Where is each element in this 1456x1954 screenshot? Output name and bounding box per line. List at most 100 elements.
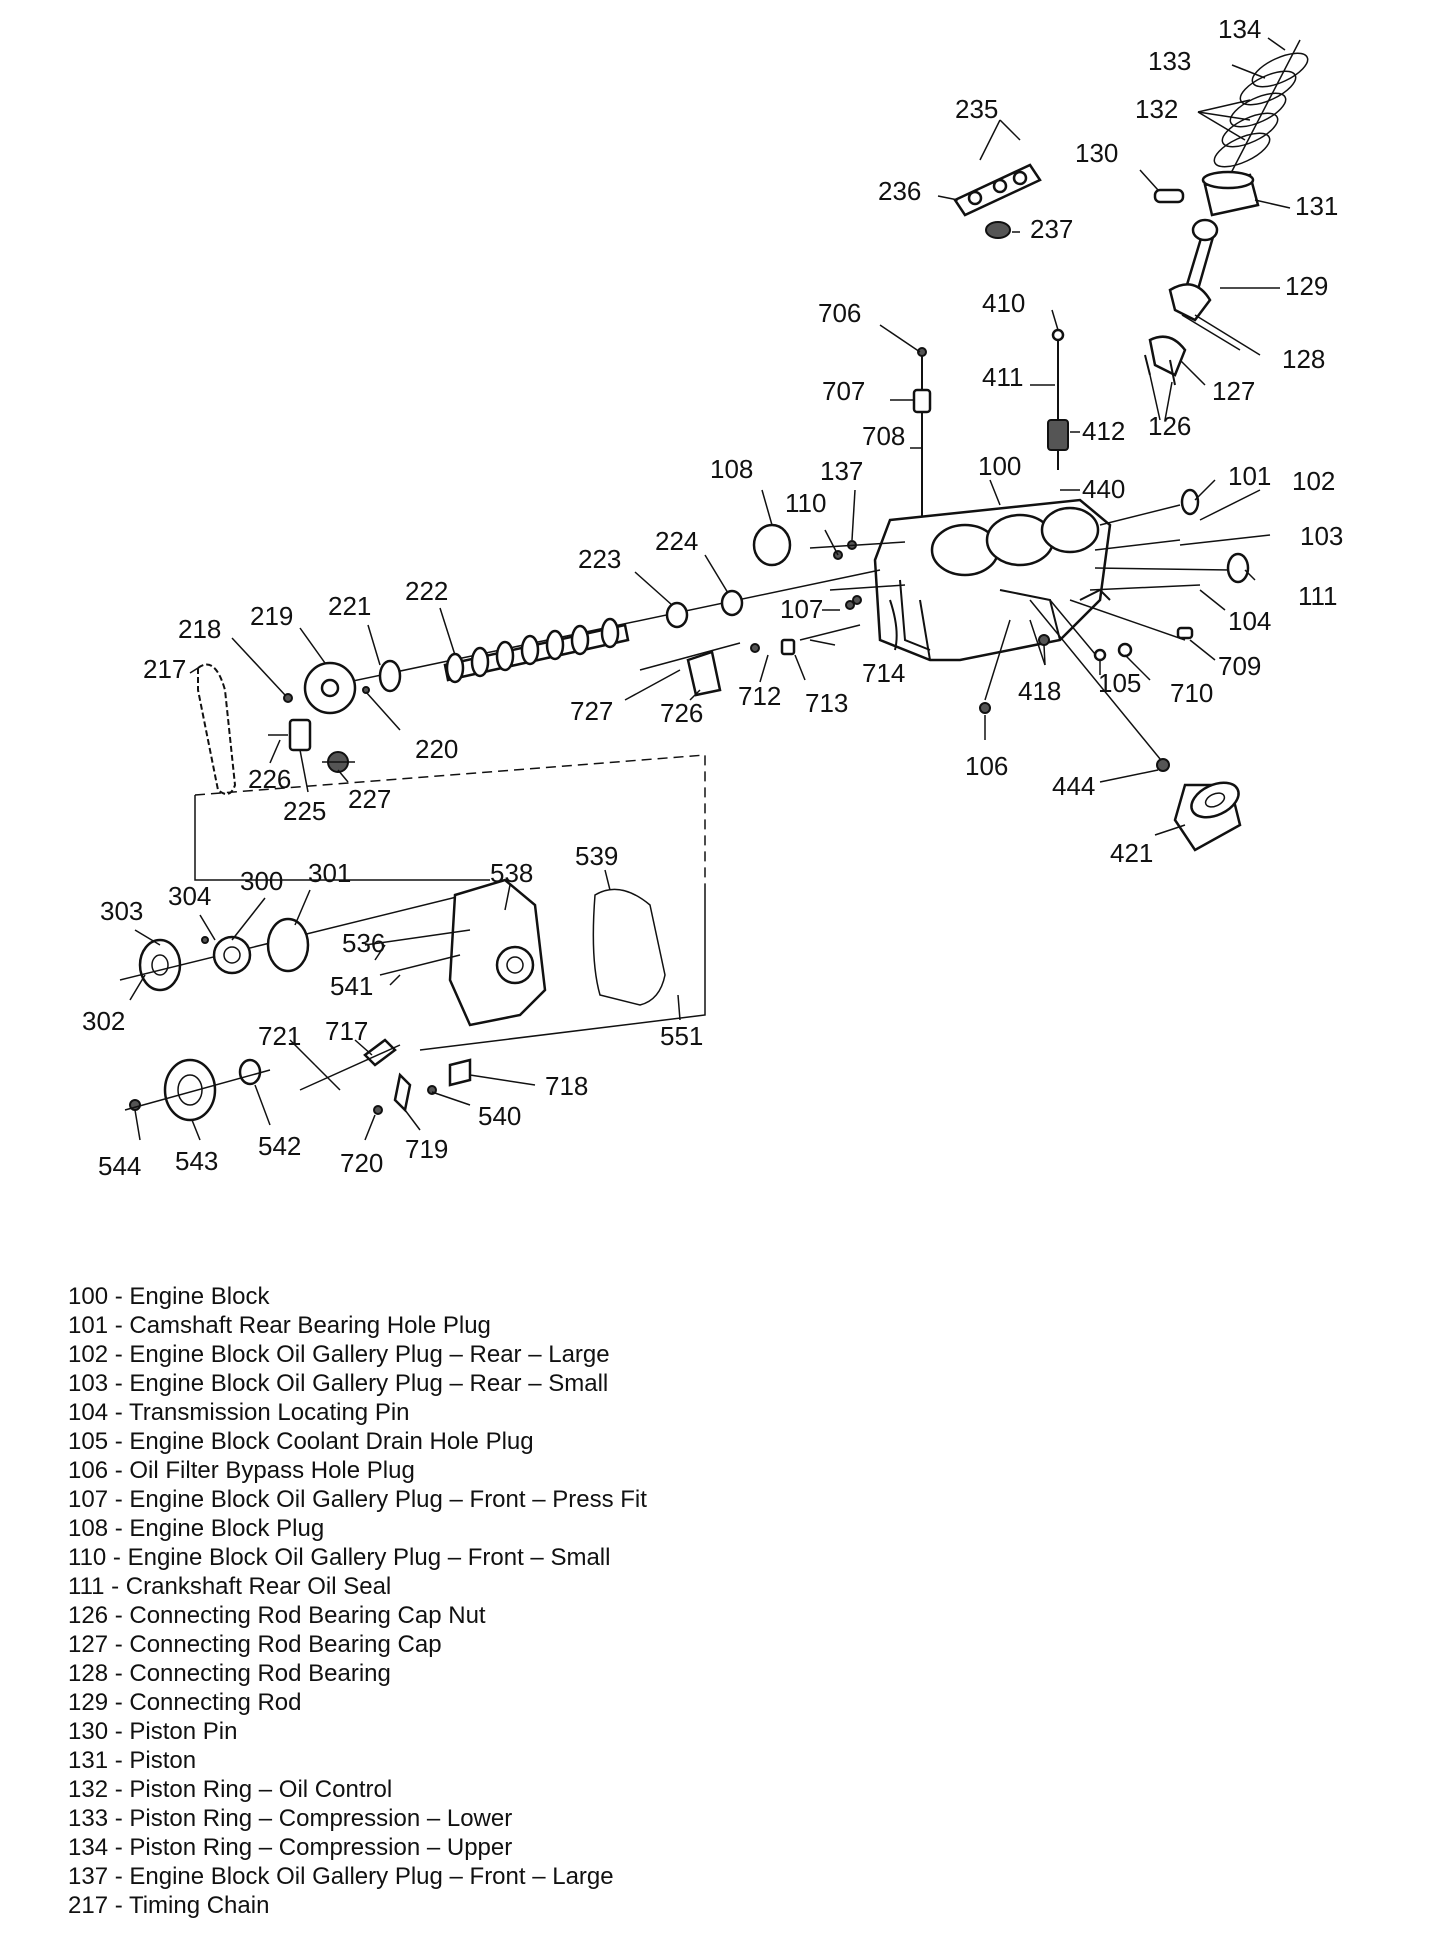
callout-110: 110 [785,488,826,518]
callout-720: 720 [340,1148,383,1178]
callout-304: 304 [168,881,211,911]
callout-301: 301 [308,858,351,888]
callout-412: 412 [1082,416,1125,446]
callout-223: 223 [578,544,621,574]
parts-legend: 100 - Engine Block 101 - Camshaft Rear B… [68,1282,968,1920]
callout-127: 127 [1212,376,1255,406]
bearing-cap [1144,335,1187,386]
callout-126: 126 [1148,411,1191,441]
exploded-engine-diagram: 134 133 132 130 131 235 236 237 129 128 … [82,14,1343,1181]
callout-134: 134 [1218,14,1261,44]
pump-drive [639,600,861,697]
oil-pressure-sensor [1047,328,1069,470]
legend-item: 128 - Connecting Rod Bearing [68,1660,391,1687]
camshaft-bearings [665,589,744,629]
callout-717: 717 [325,1016,368,1046]
legend-item: 100 - Engine Block [68,1283,270,1310]
piston-pin [1153,188,1185,204]
callout-706: 706 [818,298,861,328]
callout-labels: 134 133 132 130 131 235 236 237 129 128 … [82,14,1343,1181]
callout-222: 222 [405,576,448,606]
callout-440: 440 [1082,474,1125,504]
callout-709: 709 [1218,651,1261,681]
legend-item: 132 - Piston Ring – Oil Control [68,1776,393,1803]
cam-sprocket [283,659,402,715]
crank-sprocket-group [119,889,486,992]
callout-542: 542 [258,1131,301,1161]
legend-item: 106 - Oil Filter Bypass Hole Plug [68,1457,415,1484]
callout-539: 539 [575,841,618,871]
callout-713: 713 [805,688,848,718]
callout-235: 235 [955,94,998,124]
callout-102: 102 [1292,466,1335,496]
callout-536: 536 [342,928,385,958]
callout-106: 106 [965,751,1008,781]
legend-item: 101 - Camshaft Rear Bearing Hole Plug [68,1312,491,1339]
callout-719: 719 [405,1134,448,1164]
callout-103: 103 [1300,521,1343,551]
legend-item: 129 - Connecting Rod [68,1689,302,1716]
legend-item: 137 - Engine Block Oil Gallery Plug – Fr… [68,1863,614,1890]
callout-128: 128 [1282,344,1325,374]
callout-224: 224 [655,526,698,556]
callout-721: 721 [258,1021,301,1051]
legend-item: 105 - Engine Block Coolant Drain Hole Pl… [68,1428,534,1455]
cover-sensors [299,1038,472,1115]
oil-level-sensor [912,347,932,520]
legend-item: 102 - Engine Block Oil Gallery Plug – Re… [68,1341,610,1368]
callout-538: 538 [490,858,533,888]
callout-105: 105 [1098,668,1141,698]
callout-225: 225 [283,796,326,826]
callout-108: 108 [710,454,753,484]
callout-543: 543 [175,1146,218,1176]
callout-300: 300 [240,866,283,896]
callout-220: 220 [415,734,458,764]
cover-gasket [592,888,666,1006]
callout-226: 226 [248,764,291,794]
front-cover-group-outline [194,754,706,1051]
callout-544: 544 [98,1151,141,1181]
oil-filter [1029,599,1242,852]
callout-104: 104 [1228,606,1271,636]
callout-718: 718 [545,1071,588,1101]
legend-item: 126 - Connecting Rod Bearing Cap Nut [68,1602,486,1629]
timing-cover [364,878,547,1027]
connecting-rod [1168,218,1219,322]
callout-411: 411 [982,362,1023,392]
callout-303: 303 [100,896,143,926]
callout-130: 130 [1075,138,1118,168]
callout-421: 421 [1110,838,1153,868]
rear-plug-lines [1069,488,1250,641]
callout-237: 237 [1030,214,1073,244]
callout-111: 111 [1298,581,1338,611]
callout-714: 714 [862,658,905,688]
legend-item: 133 - Piston Ring – Compression – Lower [68,1805,513,1832]
callout-551: 551 [660,1021,703,1051]
callout-708: 708 [862,421,905,451]
callout-707: 707 [822,376,865,406]
engine-block [873,498,1112,662]
timing-chain [197,663,237,795]
front-damper-group [124,1058,271,1122]
piston [1201,170,1260,217]
callout-726: 726 [660,698,703,728]
callout-100: 100 [978,451,1021,481]
leader-lines [129,37,1291,1141]
callout-410: 410 [982,288,1025,318]
legend-item: 130 - Piston Pin [68,1718,238,1745]
callout-221: 221 [328,591,371,621]
legend-item: 111 - Crankshaft Rear Oil Seal [68,1573,392,1600]
callout-107: 107 [780,594,823,624]
callout-236: 236 [878,176,921,206]
callout-712: 712 [738,681,781,711]
callout-218: 218 [178,614,221,644]
legend-item: 107 - Engine Block Oil Gallery Plug – Fr… [68,1486,647,1513]
legend-item: 134 - Piston Ring – Compression – Upper [68,1834,513,1861]
legend-item: 108 - Engine Block Plug [68,1515,325,1542]
callout-217: 217 [143,654,186,684]
callout-131: 131 [1295,191,1338,221]
piston-rings [1213,39,1309,176]
legend-item: 104 - Transmission Locating Pin [68,1399,410,1426]
callout-540: 540 [478,1101,521,1131]
legend-item: 103 - Engine Block Oil Gallery Plug – Re… [68,1370,609,1397]
